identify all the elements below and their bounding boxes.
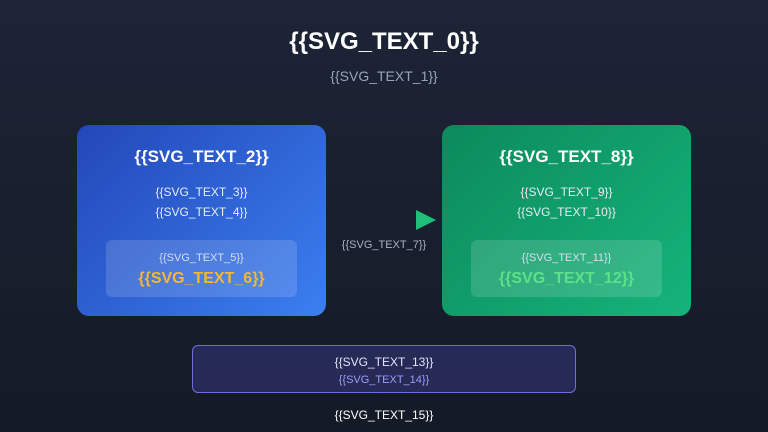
right-card-metric-value: {{SVG_TEXT_12}} — [498, 270, 635, 287]
right-card-line-2: {{SVG_TEXT_10}} — [517, 205, 616, 219]
left-card-line-2: {{SVG_TEXT_4}} — [155, 205, 248, 219]
left-card-metric-value: {{SVG_TEXT_6}} — [138, 270, 265, 287]
right-card-metric-panel: {{SVG_TEXT_11}} {{SVG_TEXT_12}} — [471, 240, 662, 297]
left-card: {{SVG_TEXT_2}} {{SVG_TEXT_3}} {{SVG_TEXT… — [77, 125, 326, 316]
summary-box: {{SVG_TEXT_13}} {{SVG_TEXT_14}} — [192, 345, 576, 393]
right-card-line-1: {{SVG_TEXT_9}} — [520, 185, 613, 199]
diagram-title: {{SVG_TEXT_0}} — [289, 28, 479, 55]
left-card-metric-panel: {{SVG_TEXT_5}} {{SVG_TEXT_6}} — [106, 240, 297, 297]
summary-line-1: {{SVG_TEXT_13}} — [334, 355, 434, 369]
right-card-metric-label: {{SVG_TEXT_11}} — [521, 252, 612, 264]
left-card-metric-label: {{SVG_TEXT_5}} — [159, 252, 244, 264]
summary-line-2: {{SVG_TEXT_14}} — [338, 374, 430, 386]
right-card: {{SVG_TEXT_8}} {{SVG_TEXT_9}} {{SVG_TEXT… — [442, 125, 691, 316]
arrow-right-icon — [416, 210, 436, 230]
right-card-title: {{SVG_TEXT_8}} — [499, 147, 634, 166]
connector-label: {{SVG_TEXT_7}} — [341, 239, 427, 251]
diagram-subtitle: {{SVG_TEXT_1}} — [330, 68, 438, 84]
footer-note: {{SVG_TEXT_15}} — [334, 408, 434, 422]
left-card-line-1: {{SVG_TEXT_3}} — [155, 185, 248, 199]
left-card-title: {{SVG_TEXT_2}} — [134, 147, 269, 166]
